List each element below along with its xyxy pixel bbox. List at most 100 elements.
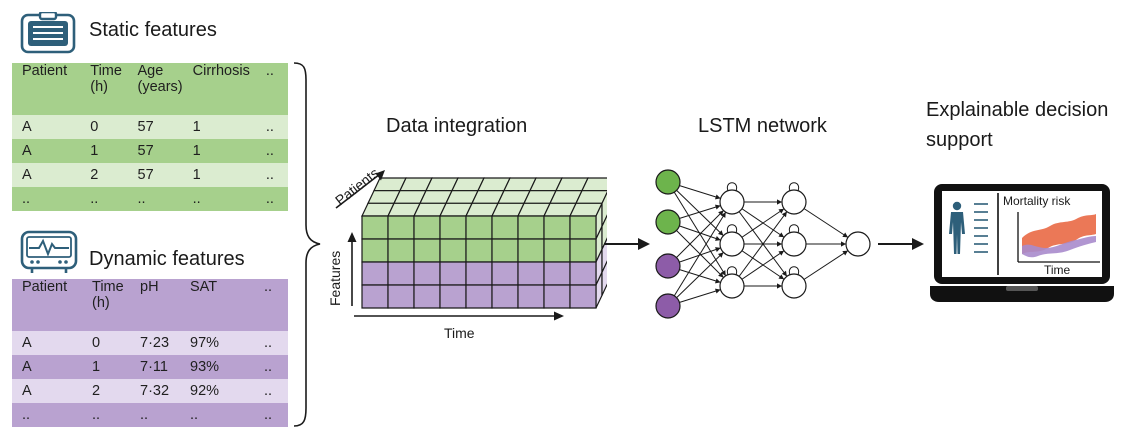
network-edge-arrowhead xyxy=(720,270,726,276)
cube-front-cell xyxy=(465,238,493,263)
mini-chart-title: Mortality risk xyxy=(1003,194,1071,208)
network-edge-arrowhead xyxy=(778,208,785,214)
cube-front-cell xyxy=(413,238,441,263)
network-edge-arrowhead xyxy=(777,199,782,205)
output-node xyxy=(845,231,871,257)
cube-front-cell xyxy=(361,284,389,309)
decision-support-title-line1: Explainable decision xyxy=(926,99,1109,121)
cube-front-cell xyxy=(569,215,597,240)
cube-front-cell xyxy=(543,238,571,263)
header-cell: Age(years) xyxy=(137,63,183,95)
network-edge-arrowhead xyxy=(781,270,787,277)
header-cell: pH xyxy=(140,279,159,295)
cube-front-cell xyxy=(491,215,519,240)
input-node xyxy=(655,253,681,279)
cube-front-cell xyxy=(361,238,389,263)
static-features-title: Static features xyxy=(89,19,217,41)
cube-front-cell xyxy=(543,215,571,240)
lstm-network-diagram xyxy=(655,169,871,319)
arrow-to-lstm xyxy=(604,238,650,250)
cube-front-cell xyxy=(465,215,493,240)
input-node xyxy=(655,293,681,319)
cube-front-cell xyxy=(465,261,493,286)
curly-brace xyxy=(293,62,321,427)
cube-front-cell xyxy=(543,261,571,286)
lstm-hidden-node xyxy=(781,273,807,299)
patients-arrowhead xyxy=(375,170,385,181)
mini-chart-xlabel: Time xyxy=(1044,263,1071,277)
recurrent-loop xyxy=(788,224,800,234)
table-header-row: Patient Time(h) pH SAT .. xyxy=(12,279,288,331)
lstm-hidden-node xyxy=(719,231,745,257)
header-cell: Patient xyxy=(22,63,68,79)
recurrent-loop xyxy=(726,182,738,192)
data-integration-title: Data integration xyxy=(386,115,528,137)
cube-front-cell xyxy=(517,284,545,309)
axis-label-time: Time xyxy=(444,325,475,341)
network-edge-arrowhead xyxy=(718,272,724,278)
lstm-hidden-node xyxy=(781,189,807,215)
header-cell: SAT xyxy=(190,279,218,295)
network-edge-arrowhead xyxy=(778,250,785,256)
cube-front-cell xyxy=(387,261,415,286)
header-cell: Time(h) xyxy=(92,279,124,311)
monitor-icon xyxy=(20,230,78,273)
risk-band-orange xyxy=(1022,214,1096,254)
time-arrowhead xyxy=(554,311,564,321)
cube-front-cell xyxy=(387,238,415,263)
table-row: .......... xyxy=(12,403,288,427)
laptop-icon: Mortality risk Time xyxy=(930,184,1114,302)
recurrent-loop xyxy=(788,266,800,276)
cube-front-cell xyxy=(413,215,441,240)
cube-front-cell xyxy=(439,261,467,286)
cube-front-cell xyxy=(517,238,545,263)
network-edge-arrowhead xyxy=(715,247,721,252)
header-cell: .. xyxy=(265,63,274,79)
cube-front-cell xyxy=(361,261,389,286)
network-edge-arrowhead xyxy=(777,283,782,289)
input-node xyxy=(655,169,681,195)
network-edge-arrowhead xyxy=(842,250,848,256)
recurrent-loop xyxy=(726,266,738,276)
decision-support-title-line2: support xyxy=(926,129,993,151)
dynamic-features-title: Dynamic features xyxy=(89,248,245,270)
cube-front-cell xyxy=(439,215,467,240)
cube-front-cell xyxy=(361,215,389,240)
network-edge-arrowhead xyxy=(720,212,726,218)
network-edge-arrowhead xyxy=(841,241,846,247)
risk-band-purple xyxy=(1022,236,1096,258)
axis-label-features: Features xyxy=(327,251,343,306)
cube-front-cell xyxy=(569,261,597,286)
cube-front-cell xyxy=(413,284,441,309)
network-edge-arrowhead xyxy=(717,230,724,236)
lstm-hidden-node xyxy=(781,231,807,257)
features-arrowhead xyxy=(347,232,357,242)
cube-front-cell xyxy=(465,284,493,309)
cube-front-cell xyxy=(387,284,415,309)
cube-front-cell xyxy=(387,215,415,240)
cube-top-cell xyxy=(581,177,607,192)
arrow-to-decision xyxy=(878,238,924,250)
network-edge-arrowhead xyxy=(778,274,785,280)
recurrent-loop xyxy=(726,224,738,234)
network-edge xyxy=(731,201,795,287)
header-cell: .. xyxy=(264,279,273,295)
human-body-icon xyxy=(949,201,965,254)
network-edge-arrowhead xyxy=(715,236,721,241)
input-node xyxy=(655,209,681,235)
cube-front-cell xyxy=(439,284,467,309)
data-cube-diagram: Patients Features Time xyxy=(327,165,607,341)
network-edge-arrowhead xyxy=(777,241,782,247)
cube-front-cell xyxy=(491,261,519,286)
recurrent-loop xyxy=(788,182,800,192)
network-edge xyxy=(667,201,733,307)
lstm-hidden-node xyxy=(719,273,745,299)
network-edge-arrowhead xyxy=(714,288,721,294)
cube-side-cell xyxy=(601,260,607,296)
